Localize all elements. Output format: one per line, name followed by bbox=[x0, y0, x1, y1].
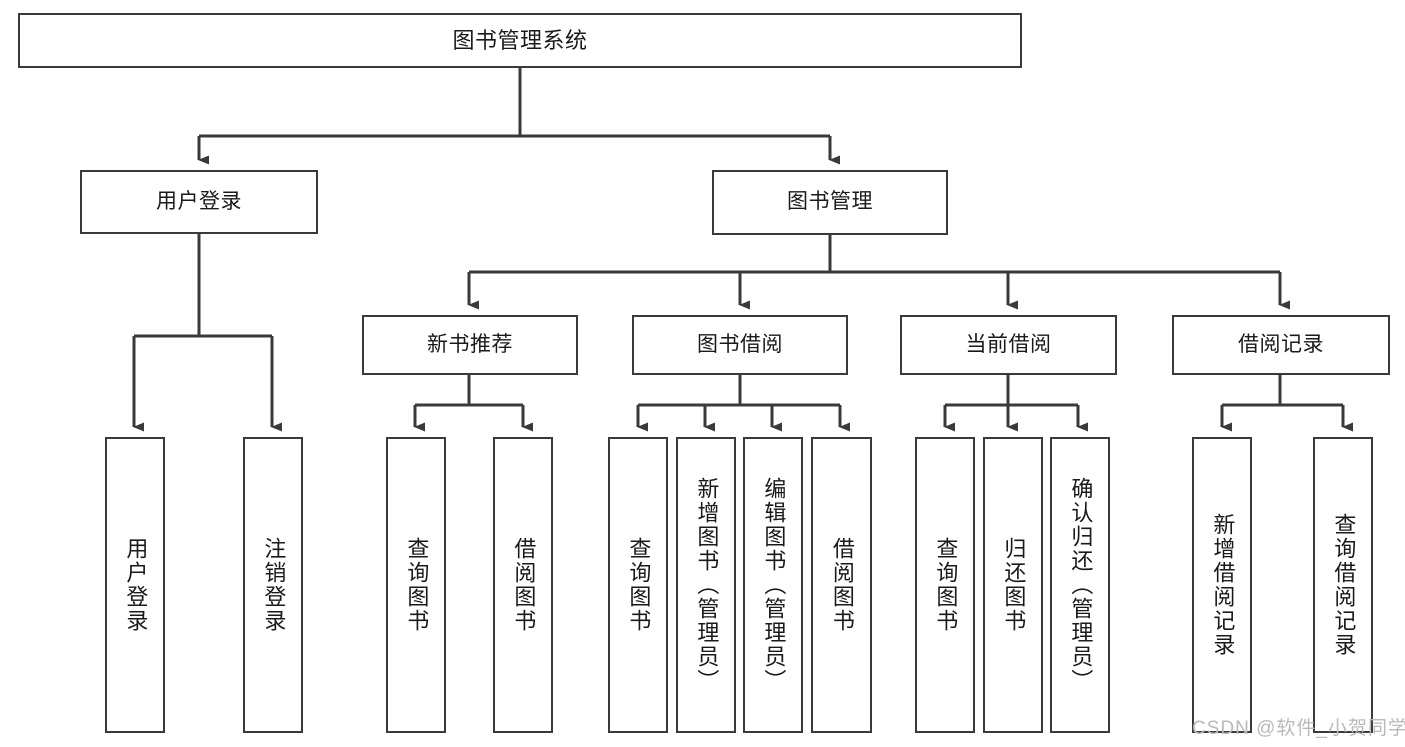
node-leaf-query-book-borrow[interactable]: 查询图书 bbox=[608, 437, 668, 733]
node-borrow-record[interactable]: 借阅记录 bbox=[1172, 315, 1390, 375]
node-book-management[interactable]: 图书管理 bbox=[712, 170, 948, 235]
node-book-borrow[interactable]: 图书借阅 bbox=[632, 315, 848, 375]
node-label: 当前借阅 bbox=[965, 332, 1052, 356]
node-label: 查询借阅记录 bbox=[1331, 513, 1357, 657]
node-leaf-query-book-current[interactable]: 查询图书 bbox=[915, 437, 975, 733]
node-label: 用户登录 bbox=[123, 537, 149, 633]
node-label: 查询图书 bbox=[626, 537, 652, 633]
node-label: 编辑图书（管理员） bbox=[761, 477, 787, 693]
node-label: 图书管理系统 bbox=[452, 27, 588, 53]
node-leaf-edit-book-admin[interactable]: 编辑图书（管理员） bbox=[743, 437, 803, 733]
csdn-watermark: CSDN @软件_小贺同学 bbox=[1192, 718, 1405, 739]
node-label: 新书推荐 bbox=[427, 332, 513, 356]
node-leaf-borrow-book-new[interactable]: 借阅图书 bbox=[493, 437, 553, 733]
node-label: 图书管理 bbox=[787, 190, 873, 214]
node-leaf-add-book-admin[interactable]: 新增图书（管理员） bbox=[676, 437, 736, 733]
node-current-borrow[interactable]: 当前借阅 bbox=[900, 315, 1117, 375]
node-leaf-logout-login[interactable]: 注销登录 bbox=[243, 437, 303, 733]
node-user-login[interactable]: 用户登录 bbox=[80, 170, 318, 234]
node-leaf-user-login[interactable]: 用户登录 bbox=[105, 437, 165, 733]
node-label: 确认归还（管理员） bbox=[1068, 477, 1094, 693]
node-label: 用户登录 bbox=[156, 189, 242, 213]
node-label: 借阅图书 bbox=[511, 537, 537, 633]
node-label: 新增图书（管理员） bbox=[694, 477, 720, 693]
node-leaf-borrow-book[interactable]: 借阅图书 bbox=[811, 437, 872, 733]
node-label: 查询图书 bbox=[404, 537, 430, 633]
node-leaf-confirm-return-admin[interactable]: 确认归还（管理员） bbox=[1050, 437, 1110, 733]
node-label: 查询图书 bbox=[933, 537, 959, 633]
node-label: 注销登录 bbox=[261, 537, 287, 633]
node-leaf-add-borrow-record[interactable]: 新增借阅记录 bbox=[1192, 437, 1252, 733]
node-label: 归还图书 bbox=[1001, 537, 1027, 633]
node-label: 借阅记录 bbox=[1238, 332, 1324, 356]
node-leaf-query-borrow-record[interactable]: 查询借阅记录 bbox=[1313, 437, 1373, 733]
node-label: 图书借阅 bbox=[697, 332, 783, 356]
node-new-book-recommend[interactable]: 新书推荐 bbox=[362, 315, 578, 375]
node-root-library-system[interactable]: 图书管理系统 bbox=[18, 13, 1022, 68]
node-label: 新增借阅记录 bbox=[1210, 513, 1236, 657]
node-leaf-query-book-new[interactable]: 查询图书 bbox=[386, 437, 446, 733]
node-label: 借阅图书 bbox=[829, 537, 855, 633]
node-leaf-return-book[interactable]: 归还图书 bbox=[983, 437, 1043, 733]
